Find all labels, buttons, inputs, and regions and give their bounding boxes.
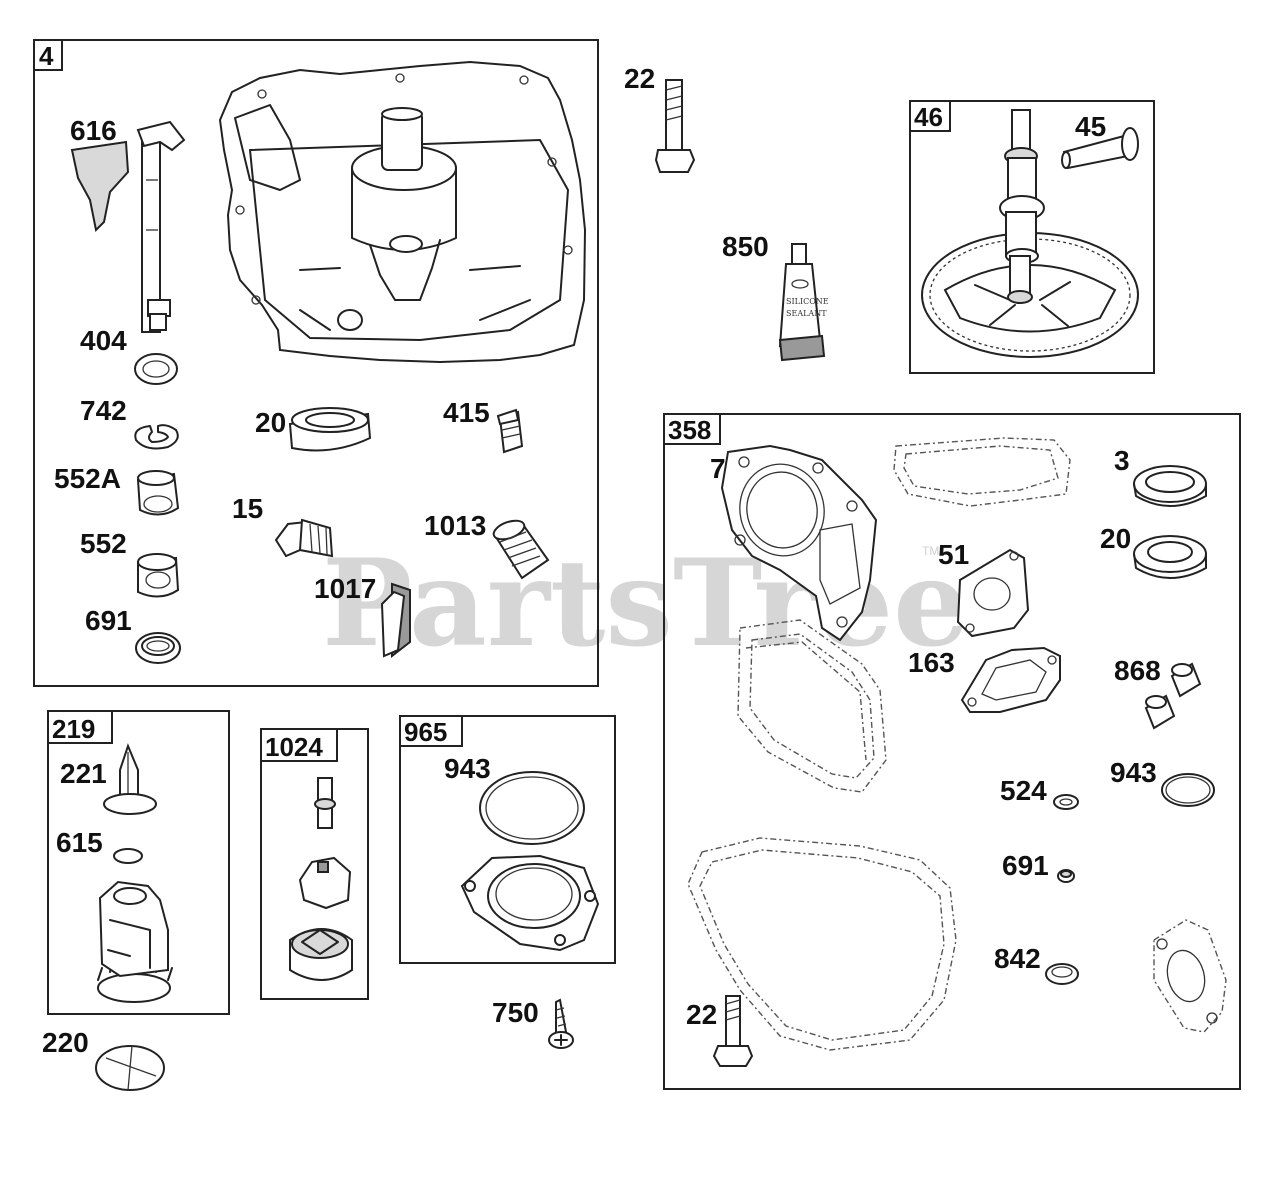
group-1024-tag [260, 728, 338, 762]
part-552-bushing[interactable] [137, 553, 180, 598]
group-965-tag [399, 715, 463, 747]
group-1024[interactable]: 1024 [260, 728, 369, 1000]
group-1024-label: 1024 [265, 732, 323, 762]
part-691-right-label: 691 [1002, 850, 1049, 881]
sump-cover-drawing[interactable] [218, 60, 587, 364]
part-691-label: 691 [85, 605, 132, 636]
part-22-bolt-top[interactable] [654, 79, 696, 173]
part-524-washer[interactable] [1053, 794, 1079, 810]
oil-pump-cover-plate[interactable] [460, 854, 600, 952]
part-404-label: 404 [80, 325, 127, 356]
part-15-label: 15 [232, 493, 263, 524]
part-20-right-oil-seal[interactable] [1133, 535, 1207, 579]
group-219-label: 219 [52, 714, 95, 744]
part-616-label: 616 [70, 115, 117, 146]
governor-gear-drawing[interactable] [97, 880, 173, 1003]
group-358-label: 358 [668, 415, 711, 445]
part-552a-bushing[interactable] [136, 470, 180, 516]
part-51-gasket[interactable] [956, 548, 1030, 638]
group-358[interactable]: 358 7 3 20 [663, 413, 1241, 1090]
part-750-label: 750 [492, 997, 539, 1028]
part-45-label: 45 [1075, 111, 1106, 142]
part-22-bottom-label: 22 [686, 999, 717, 1030]
part-mount-gasket-dashed[interactable] [1153, 919, 1227, 1033]
part-1013-label: 1013 [424, 510, 486, 541]
part-22-top-label: 22 [624, 63, 655, 94]
watermark-tm: TM [922, 544, 939, 558]
part-842-ring[interactable] [1045, 963, 1079, 985]
group-4-frame [33, 39, 599, 687]
part-742-label: 742 [80, 395, 127, 426]
oil-pump-drawing[interactable] [289, 777, 353, 981]
part-524-label: 524 [1000, 775, 1047, 806]
part-rocker-cover-gasket-dashed[interactable] [737, 619, 887, 793]
group-46[interactable]: 46 45 [909, 100, 1155, 374]
part-221-label: 221 [60, 758, 107, 789]
part-20-right-label: 20 [1100, 523, 1131, 554]
part-943-right-o-ring[interactable] [1161, 773, 1215, 807]
part-1017-label: 1017 [314, 573, 376, 604]
part-850-label: 850 [722, 231, 769, 262]
group-4-tag [33, 39, 63, 71]
part-742-e-ring[interactable] [134, 424, 179, 450]
camshaft-gear-drawing[interactable] [921, 109, 1139, 358]
group-4-label: 4 [39, 41, 54, 71]
group-46-frame [909, 100, 1155, 374]
group-46-label: 46 [914, 102, 943, 132]
part-valve-cover-gasket-dashed[interactable] [893, 437, 1071, 507]
group-965[interactable]: 965 943 [399, 715, 616, 964]
part-943-right-label: 943 [1110, 757, 1157, 788]
part-1013-dipstick-tube[interactable] [491, 517, 550, 580]
part-552a-label: 552A [54, 463, 121, 494]
part-943-label: 943 [444, 753, 491, 784]
part-220-washer[interactable] [95, 1045, 165, 1091]
part-691-right-seal[interactable] [1057, 869, 1075, 883]
part-15-plug[interactable] [274, 518, 334, 558]
sealant-text-line2: SEALANT [786, 309, 827, 318]
part-842-label: 842 [994, 943, 1041, 974]
part-7-head-gasket[interactable] [720, 444, 878, 642]
group-46-tag [909, 100, 951, 132]
part-7-label: 7 [710, 453, 726, 484]
part-3-seal[interactable] [1133, 465, 1207, 507]
part-51-label: 51 [938, 539, 969, 570]
part-850-sealant-tube[interactable]: SILICONE SEALANT [778, 243, 829, 362]
part-163-gasket[interactable] [960, 646, 1061, 713]
part-691-seal[interactable] [135, 632, 181, 664]
part-221-governor-cup[interactable] [103, 743, 157, 815]
part-552-label: 552 [80, 528, 127, 559]
part-415-label: 415 [443, 397, 490, 428]
part-163-label: 163 [908, 647, 955, 678]
group-219-frame [47, 710, 230, 1015]
part-404-washer[interactable] [134, 353, 178, 385]
part-20-label: 20 [255, 407, 286, 438]
part-sump-gasket-dashed[interactable] [687, 837, 957, 1051]
group-358-tag [663, 413, 721, 445]
part-750-screw[interactable] [548, 998, 574, 1049]
part-868-label: 868 [1114, 655, 1161, 686]
part-943-o-ring[interactable] [479, 771, 585, 845]
part-615-label: 615 [56, 827, 103, 858]
group-358-frame [663, 413, 1241, 1090]
part-1017-breather[interactable] [380, 582, 411, 659]
part-20-oil-seal[interactable] [288, 407, 372, 452]
part-220-label: 220 [42, 1027, 89, 1058]
group-965-label: 965 [404, 717, 447, 747]
part-45-pin[interactable] [1061, 127, 1139, 170]
group-4[interactable]: 4 616 [33, 39, 599, 687]
sealant-text-line1: SILICONE [786, 297, 829, 306]
part-3-label: 3 [1114, 445, 1130, 476]
group-219[interactable]: 219 221 615 220 [42, 710, 230, 1091]
part-615-retainer-ring[interactable] [113, 848, 143, 864]
part-616-governor-shaft[interactable] [70, 120, 186, 333]
group-219-tag [47, 710, 113, 744]
part-415-plug[interactable] [496, 408, 524, 454]
group-965-frame [399, 715, 616, 964]
part-22-bolt-bottom[interactable] [712, 995, 754, 1067]
part-868-dowels[interactable] [1144, 662, 1202, 730]
